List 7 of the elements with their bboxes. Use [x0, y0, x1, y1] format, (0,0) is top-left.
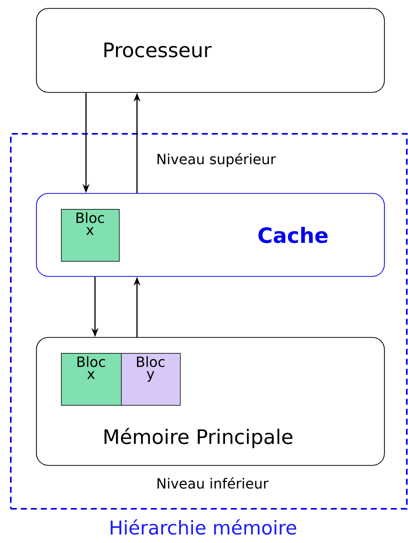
block-box: Bloc y: [121, 353, 181, 406]
level-label: Niveau inférieur: [158, 477, 269, 489]
block-box: Bloc x: [61, 353, 122, 406]
processor-box: Processeur: [36, 8, 385, 93]
block-box: Bloc x: [61, 209, 120, 262]
node-label: Hiérarchie mémoire: [110, 519, 296, 535]
level-label: Niveau supérieur: [158, 152, 276, 168]
